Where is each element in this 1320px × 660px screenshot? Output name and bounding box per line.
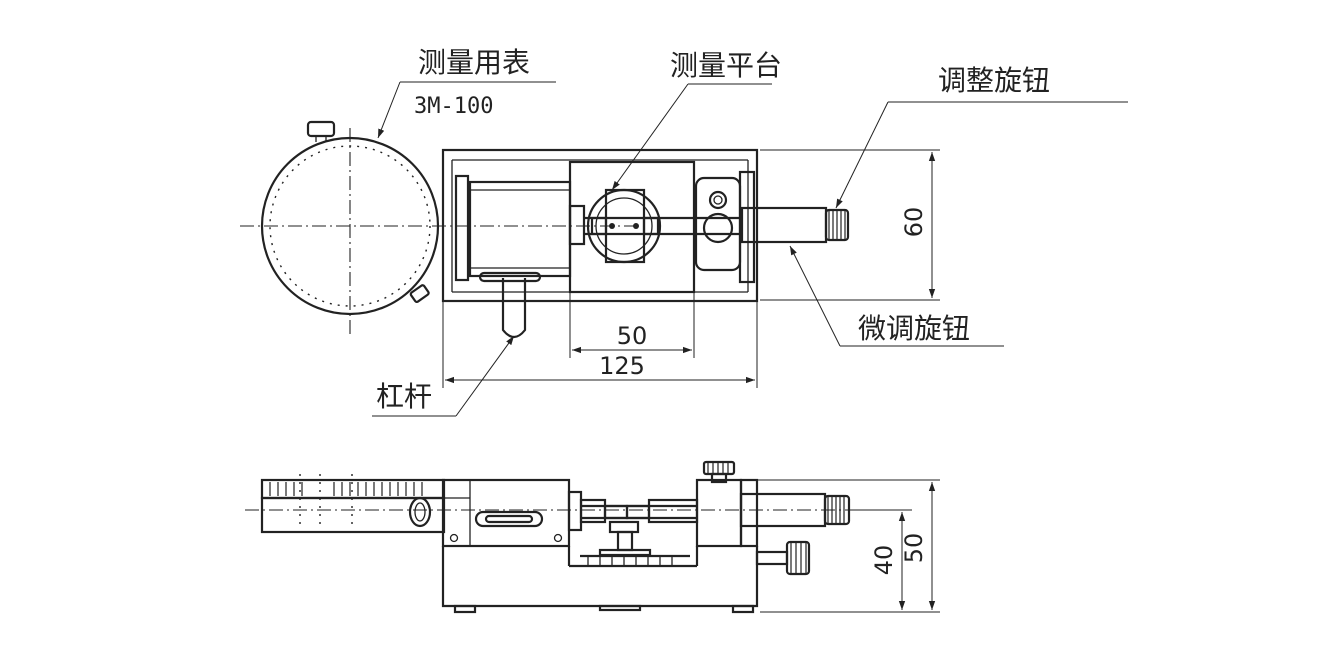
adjust-knob-label: 调整旋钮 — [938, 64, 1050, 97]
side-view: 40 50 — [245, 460, 940, 614]
measuring-platform-top — [568, 160, 740, 294]
callout-fine-knob: 微调旋钮 — [789, 245, 1004, 347]
dim-60-label: 60 — [900, 207, 928, 238]
lever-top — [501, 278, 527, 339]
gauge-model-label: 3M-100 — [414, 94, 493, 119]
top-view: 60 50 125 测量用表 3M-100 测量平台 — [240, 46, 1128, 417]
dim-50-top: 50 — [569, 292, 695, 358]
dim-50-side-label: 50 — [900, 533, 928, 564]
fine-knob-side — [755, 540, 811, 576]
callout-gauge: 测量用表 3M-100 — [377, 46, 556, 139]
right-block-side — [695, 460, 759, 548]
micrometer-side — [739, 492, 851, 528]
gauge-label: 测量用表 — [418, 46, 530, 79]
measuring-stage-side — [567, 490, 699, 566]
dial-gauge-side — [245, 474, 880, 534]
micrometer-top — [740, 206, 850, 244]
dim-50-label: 50 — [617, 322, 648, 350]
dim-125-top: 125 — [442, 301, 758, 388]
fine-knob-label: 微调旋钮 — [858, 312, 970, 345]
callout-lever: 杠杆 — [372, 335, 515, 417]
dim-60-top: 60 — [760, 149, 940, 301]
dim-40-label: 40 — [870, 545, 898, 576]
callout-platform: 测量平台 — [611, 49, 782, 191]
base-frame-top — [441, 148, 759, 303]
lever-label: 杠杆 — [376, 380, 432, 413]
dim-50-side: 50 — [757, 479, 940, 610]
dial-gauge-top — [240, 120, 640, 338]
dim-125-label: 125 — [599, 352, 645, 380]
right-block-top — [694, 170, 756, 284]
callout-adjust-knob: 调整旋钮 — [835, 64, 1128, 209]
dim-40-side: 40 — [760, 509, 940, 613]
main-body-side — [441, 478, 759, 614]
platform-label: 测量平台 — [670, 49, 782, 82]
